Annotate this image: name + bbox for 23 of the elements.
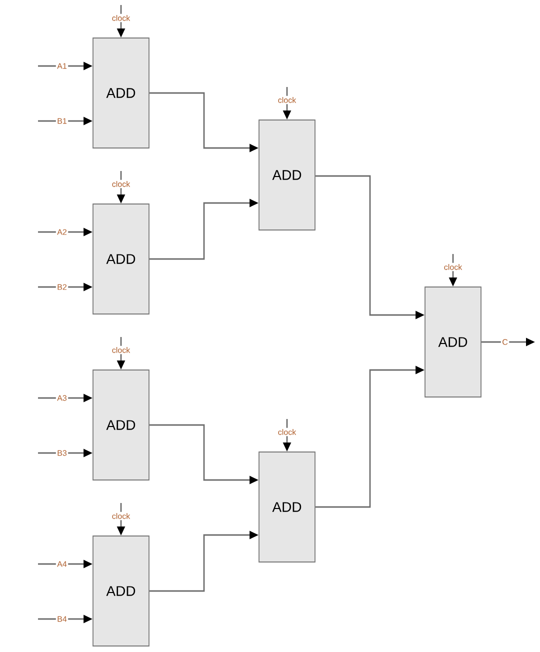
signal-label: A1	[56, 62, 68, 70]
adder-box: ADD	[92, 370, 150, 480]
signal-label: C	[500, 338, 510, 346]
adder-box: ADD	[92, 38, 150, 148]
signal-label: clock	[110, 180, 132, 188]
adder-box: ADD	[258, 452, 316, 562]
signal-label: clock	[110, 346, 132, 354]
signal-label: clock	[110, 14, 132, 22]
signal-label: A2	[56, 228, 68, 236]
signal-label: B3	[56, 448, 68, 458]
adder-box: ADD	[92, 204, 150, 314]
signal-label: A4	[56, 560, 68, 568]
signal-label: clock	[110, 512, 132, 520]
adder-box: ADD	[258, 120, 316, 230]
signal-label: clock	[276, 428, 298, 436]
signal-label: B1	[56, 117, 68, 125]
signal-label: B2	[56, 283, 68, 291]
adder-box: ADD	[424, 286, 482, 398]
signal-label: A3	[56, 394, 68, 402]
signal-label: clock	[276, 96, 298, 104]
signal-label: B4	[56, 615, 68, 623]
adder-box: ADD	[92, 536, 150, 646]
signal-label: clock	[442, 262, 464, 272]
